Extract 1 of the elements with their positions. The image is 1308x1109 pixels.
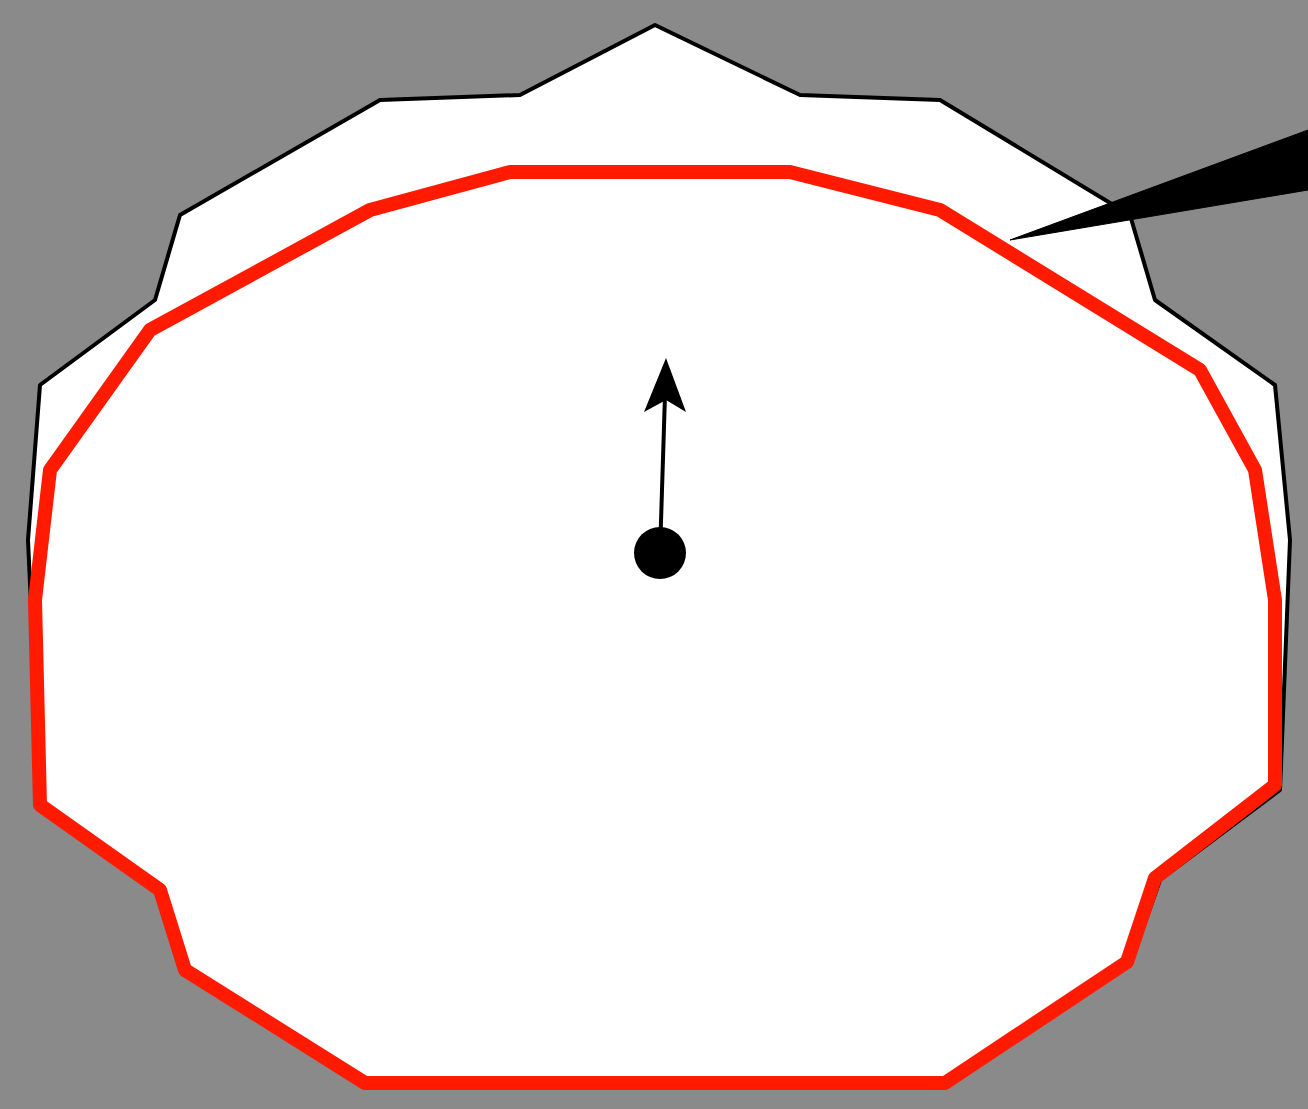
pointer-wedge: [1009, 129, 1308, 241]
